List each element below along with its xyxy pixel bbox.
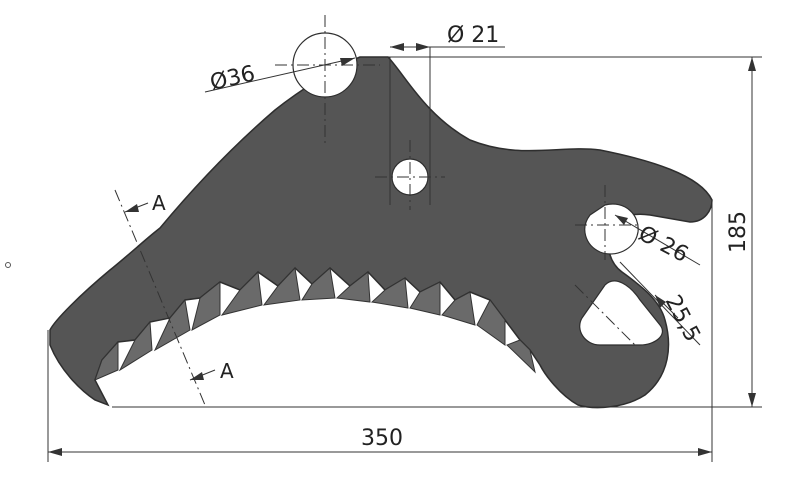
center-lines	[114, 15, 640, 406]
dim-right-hole-label: Ø 26	[634, 221, 692, 268]
dim-height-label: 185	[726, 211, 751, 253]
right-notch-hole	[584, 203, 639, 255]
blade-body	[49, 56, 713, 409]
dim-large-hole-label: Ø36	[208, 61, 258, 96]
section-mark-bottom: A	[189, 359, 234, 383]
dim-slot-width: Ø 21	[389, 23, 505, 205]
section-mark-top: A	[124, 191, 166, 215]
teeth-facets	[94, 266, 536, 381]
small-circle-mark	[5, 262, 11, 268]
section-mark-top-label: A	[152, 191, 166, 215]
dim-slot-width-label: Ø 21	[447, 23, 499, 48]
right-slot	[579, 280, 663, 346]
dim-height: 185	[112, 56, 762, 408]
dim-width: 350	[47, 200, 713, 462]
section-mark-bottom-label: A	[220, 359, 234, 383]
dim-width-label: 350	[361, 426, 403, 451]
